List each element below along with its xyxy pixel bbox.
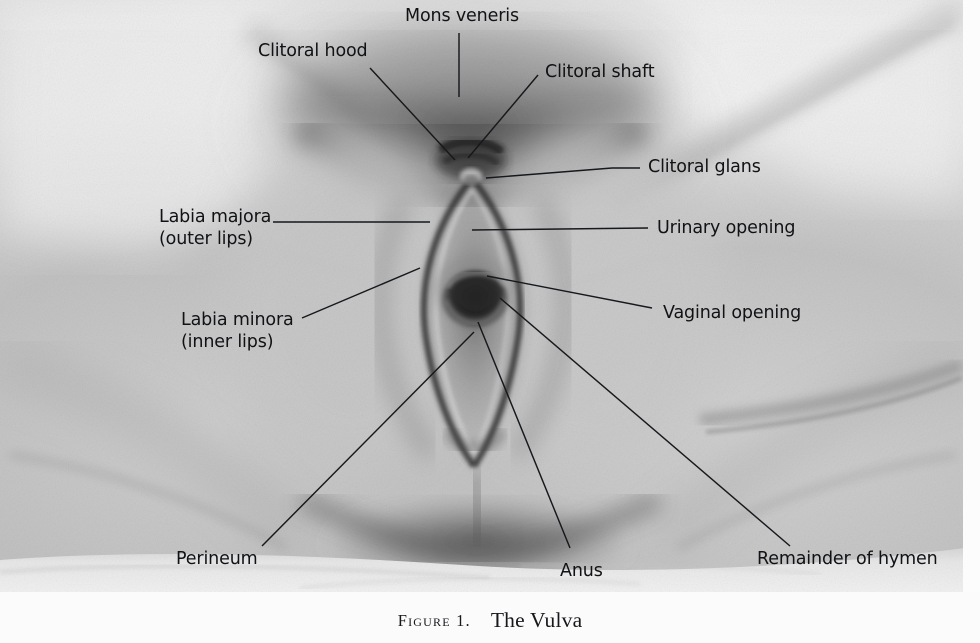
label-perineum: Perineum	[176, 549, 258, 571]
label-clitoral-glans-text: Clitoral glans	[648, 157, 761, 177]
label-labia-majora-text: Labia majora	[159, 207, 272, 227]
label-mons-veneris: Mons veneris	[405, 6, 519, 28]
label-clitoral-hood: Clitoral hood	[258, 41, 368, 63]
label-clitoral-shaft-text: Clitoral shaft	[545, 62, 655, 82]
label-clitoral-shaft: Clitoral shaft	[545, 62, 655, 84]
label-urinary-opening: Urinary opening	[657, 218, 795, 240]
label-anus-text: Anus	[560, 561, 603, 581]
figure-caption: FIGURE 1. The Vulva	[0, 598, 980, 643]
figure-caption-title: The Vulva	[490, 608, 583, 632]
label-mons-veneris-text: Mons veneris	[405, 6, 519, 26]
label-perineum-text: Perineum	[176, 549, 258, 569]
label-remainder-of-hymen-text: Remainder of hymen	[757, 549, 938, 569]
figure-caption-number: FIGURE 1.	[397, 610, 471, 630]
label-labia-minora: Labia minora (inner lips)	[181, 310, 294, 353]
label-labia-majora-subtext: (outer lips)	[159, 228, 253, 249]
anatomical-photograph	[0, 0, 965, 594]
label-labia-minora-text: Labia minora	[181, 310, 294, 330]
label-clitoral-glans: Clitoral glans	[648, 157, 761, 179]
photograph-tones	[0, 0, 965, 594]
label-clitoral-hood-text: Clitoral hood	[258, 41, 368, 61]
label-anus: Anus	[560, 561, 603, 583]
label-labia-majora: Labia majora (outer lips)	[159, 207, 271, 250]
label-remainder-of-hymen: Remainder of hymen	[757, 549, 938, 571]
label-labia-minora-subtext: (inner lips)	[181, 331, 274, 352]
page-margin-bottom	[0, 592, 980, 643]
page-margin-right	[963, 0, 980, 643]
label-vaginal-opening: Vaginal opening	[663, 303, 801, 325]
label-vaginal-opening-text: Vaginal opening	[663, 303, 802, 323]
label-urinary-opening-text: Urinary opening	[657, 218, 796, 238]
